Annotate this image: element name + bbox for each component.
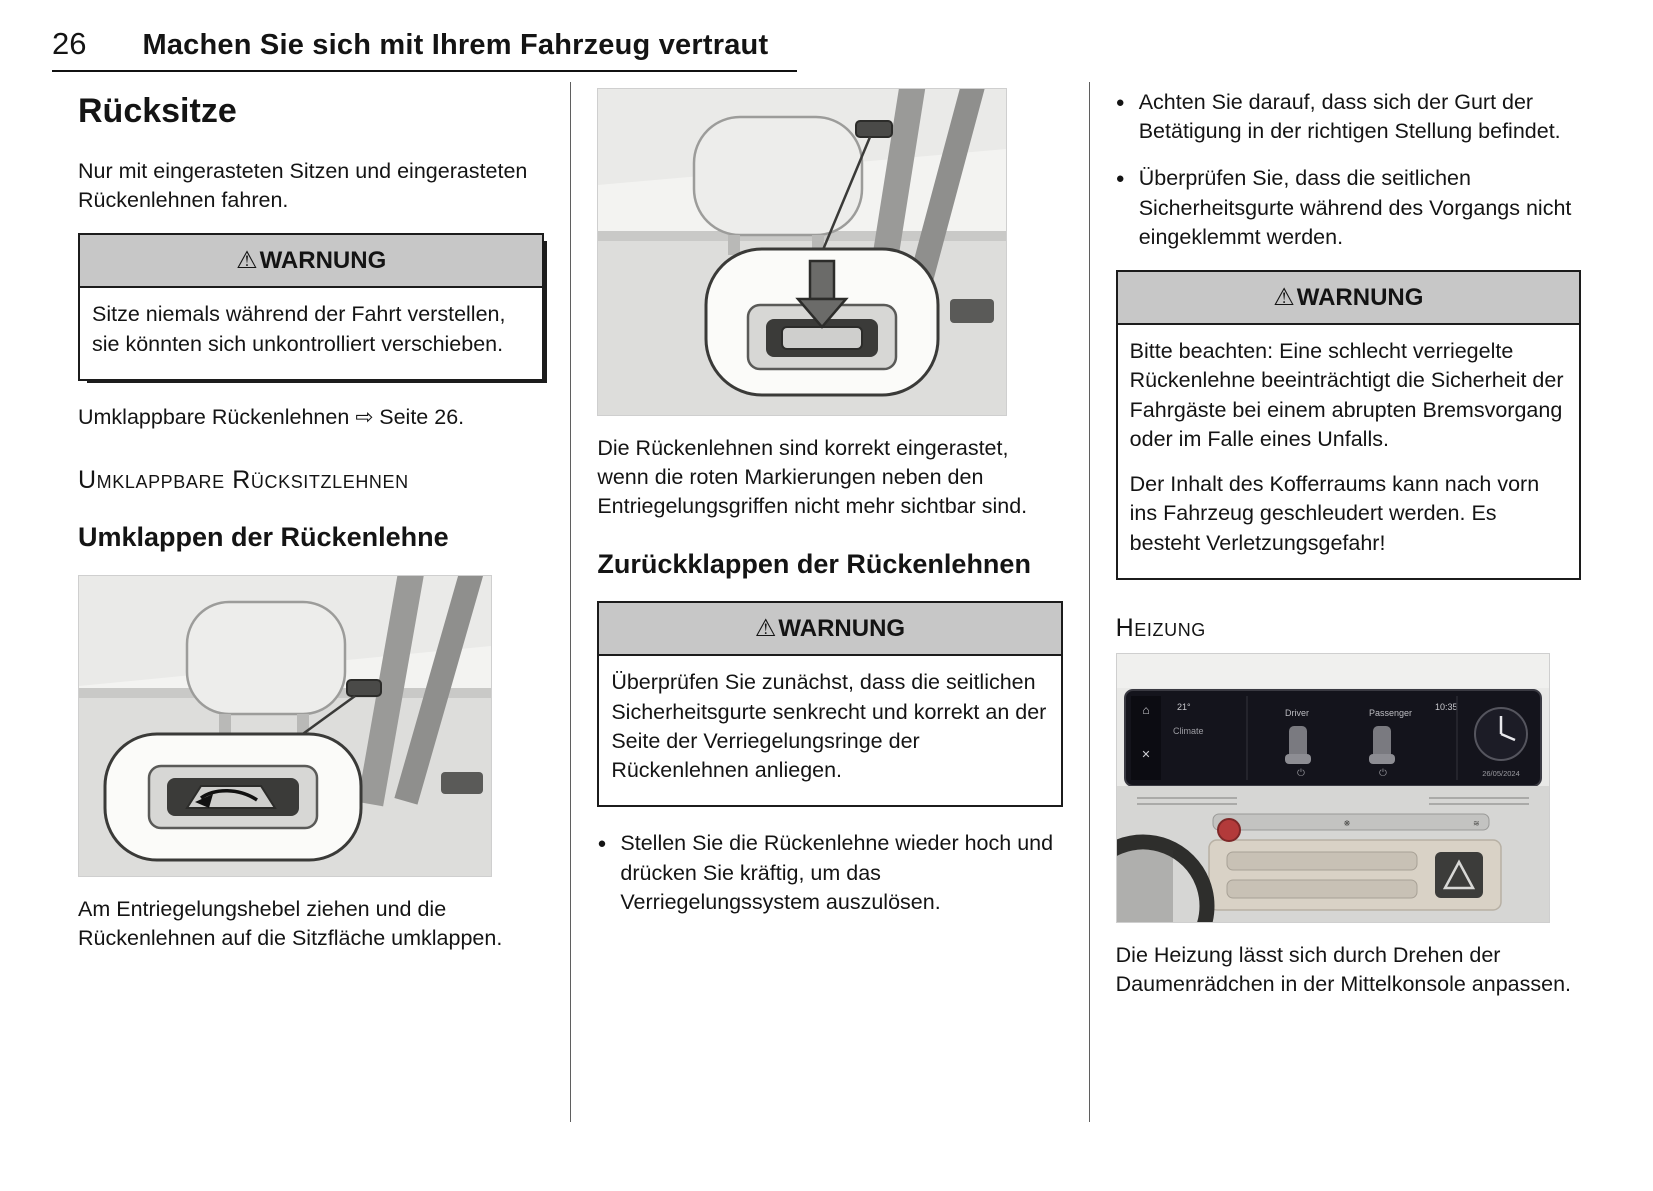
page-number: 26 [52,26,87,61]
bullet-icon: ● [1115,94,1125,111]
latch-plate [781,326,864,350]
warning-box-1-header: ⚠WARNUNG [80,235,543,289]
climate-button-row: ♨ ❋ ≋ [1212,813,1490,831]
warning-box-1-text: Sitze niemals während der Fahrt verstell… [92,302,506,356]
infotainment-screen: ⌂ ✕ 21° 10:35 Climate Driver Passenger [1123,688,1542,787]
screen-passenger-label: Passenger [1369,708,1412,718]
windscreen-area [1116,653,1549,688]
seat-latch-press-illustration [597,88,1008,416]
column-2: Die Rückenlehnen sind korrekt eingeraste… [570,82,1088,1122]
pull-arrow [199,788,258,802]
hazard-triangle-icon [1442,859,1475,890]
screen-climate-label: Climate [1173,726,1204,736]
release-latch [346,678,382,697]
bullet-belt-position: ● Achten Sie darauf, dass sich der Gurt … [1116,88,1581,146]
page-title: Machen Sie sich mit Ihrem Fahrzeug vertr… [142,29,769,61]
screen-temp: 21° [1177,702,1191,712]
heading-umklappbare-ruecksitzlehnen: Umklappbare Rücksitzlehnen [78,466,409,495]
air-vents [1136,796,1529,805]
caption-fold-backrest: Am Entriegelungshebel ziehen und die Rüc… [78,896,503,951]
dashboard-photo: ⌂ ✕ 21° 10:35 Climate Driver Passenger [1115,652,1550,923]
callout-bubble [704,247,940,397]
bullet-belts-not-trapped-text: Überprüfen Sie, dass die seitlichen Sich… [1138,166,1572,249]
warning-box-3-header: ⚠WARNUNG [1117,272,1579,326]
figure-fold-backrest [78,574,544,877]
driver-seat-icon [1284,725,1311,764]
callout-connector [819,136,872,258]
warning-box-3: ⚠WARNUNG Bitte beachten: Eine schlecht v… [1115,270,1581,580]
headrest [693,115,864,255]
clock-widget [1473,706,1528,761]
callout-bubble [103,732,363,862]
warning-box-3-text-1: Bitte beachten: Eine schlecht verriegelt… [1129,339,1564,451]
column-1: Rücksitze Nur mit eingerasteten Sitzen u… [52,82,570,1122]
seatbelt-straps [357,575,484,807]
section-title-ruecksitze: Rücksitze [78,92,237,130]
passenger-seat-icon [1368,725,1395,764]
warning-triangle-icon: ⚠ [754,615,777,643]
content-columns: Rücksitze Nur mit eingerasteten Sitzen u… [52,82,1607,1122]
bullet-raise-backrest: ● Stellen Sie die Rückenlehne wieder hoc… [597,829,1062,917]
fan-icon: ❋ [1343,819,1350,828]
seatbelt-buckle [950,299,995,323]
figure-press-latch [597,88,1062,416]
warning-box-2-body: Überprüfen Sie zunächst, dass die seitli… [599,656,1060,805]
heading-heizung: Heizung [1115,613,1206,642]
column-3: ● Achten Sie darauf, dass sich der Gurt … [1088,82,1607,1122]
warning-box-1: ⚠WARNUNG Sitze niemals während der Fahrt… [78,233,545,381]
bullet-belts-not-trapped: ● Überprüfen Sie, dass die seitlichen Si… [1116,164,1581,252]
warning-box-2-label: WARNUNG [778,615,906,643]
belt-guide-latch [855,120,894,138]
warning-box-2: ⚠WARNUNG Überprüfen Sie zunächst, dass d… [597,601,1063,808]
home-icon: ⌂ [1142,703,1149,717]
warning-box-3-text-2: Der Inhalt des Kofferraums kann nach vor… [1129,472,1540,555]
paragraph-correct-engagement: Die Rückenlehnen sind korrekt eingeraste… [597,436,1028,519]
crossref-folding-backrests: Umklappbare Rückenlehnen ⇨ Seite 26. [78,404,465,429]
warning-box-3-label: WARNUNG [1296,284,1424,312]
heading-umklappen-der-rueckenlehne: Umklappen der Rückenlehne [78,522,449,553]
page-header: 26 Machen Sie sich mit Ihrem Fahrzeug ve… [52,26,797,72]
intro-paragraph: Nur mit eingerasteten Sitzen und eingera… [78,159,528,213]
defrost-icon: ≋ [1473,819,1480,828]
warning-triangle-icon: ⚠ [236,247,258,275]
power-icon: ⏻ [1297,768,1305,779]
figure-heater-console: ⌂ ✕ 21° 10:35 Climate Driver Passenger [1115,652,1581,923]
steering-wheel [1116,834,1215,922]
caption-heater: Die Heizung lässt sich durch Drehen der … [1115,942,1572,997]
bullet-icon: ● [597,835,607,853]
press-down-arrow [795,259,850,329]
close-icon: ✕ [1141,749,1150,761]
bullet-belt-position-text: Achten Sie darauf, dass sich der Gurt de… [1138,90,1561,144]
screen-date: 26/05/2024 [1482,769,1520,778]
seatbelt-buckle [441,771,483,794]
screen-driver-label: Driver [1285,708,1309,718]
centre-console [1207,817,1502,911]
heading-zurueckklappen: Zurückklappen der Rückenlehnen [597,548,1031,579]
warning-box-2-text: Überprüfen Sie zunächst, dass die seitli… [611,670,1047,783]
screen-sidebar [1130,695,1161,780]
warning-box-1-body: Sitze niemals während der Fahrt verstell… [80,288,542,378]
bullet-icon: ● [1115,170,1125,188]
thumbwheel [1216,817,1241,842]
power-icon: ⏻ [1379,768,1387,779]
pull-arrow-head [195,793,213,808]
warning-box-1-label: WARNUNG [259,247,387,275]
screen-time: 10:35 [1435,702,1458,712]
seat-release-lever-illustration [78,574,492,877]
warning-box-3-body: Bitte beachten: Eine schlecht verriegelt… [1118,325,1579,578]
warning-triangle-icon: ⚠ [1273,284,1295,312]
warning-box-2-header: ⚠WARNUNG [599,603,1061,657]
hazard-button [1434,851,1483,898]
bullet-raise-backrest-text: Stellen Sie die Rückenlehne wieder hoch … [620,831,1054,914]
